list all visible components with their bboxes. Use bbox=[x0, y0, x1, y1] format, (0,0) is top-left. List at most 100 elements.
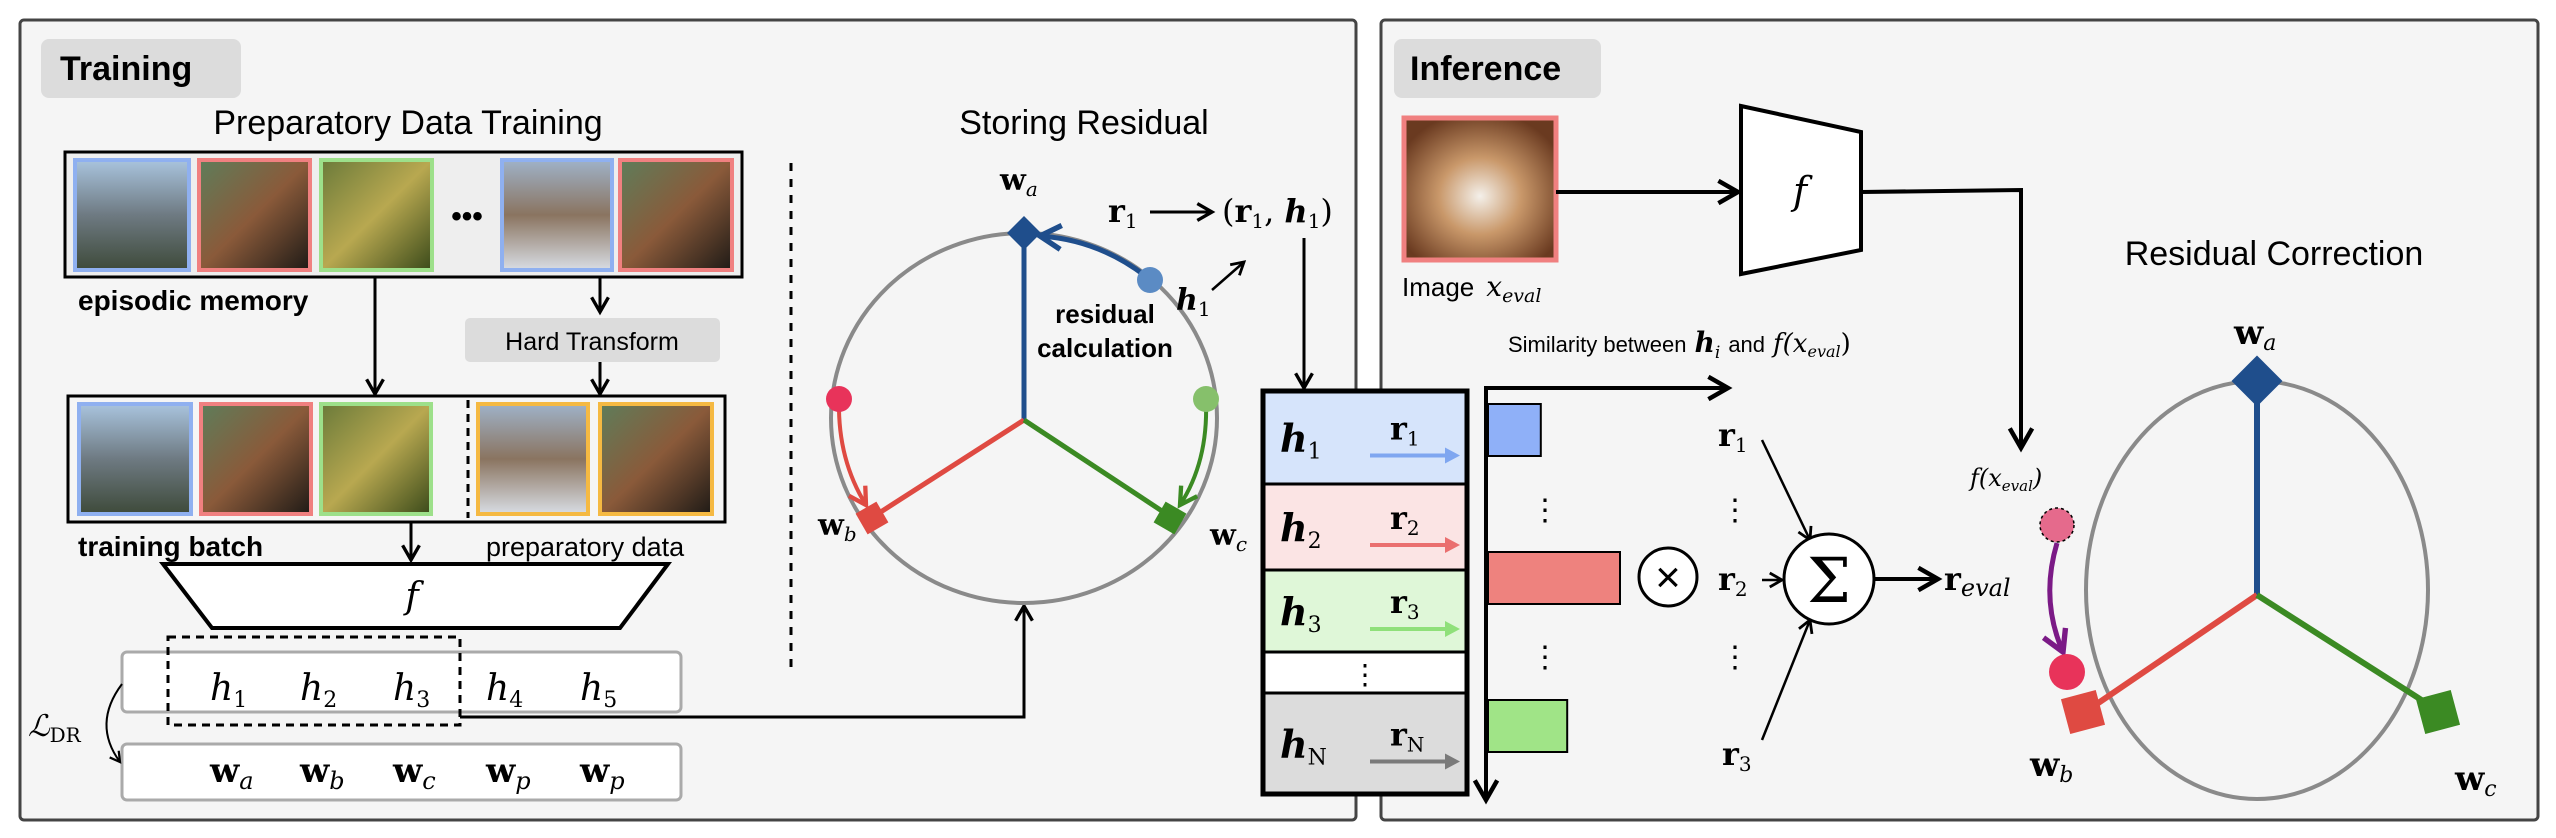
preparatory-title: Preparatory Data Training bbox=[213, 104, 602, 142]
pair-label: (r1, h1) bbox=[1222, 192, 1333, 233]
w-b-line bbox=[874, 417, 1026, 518]
inf-w-c-line bbox=[2255, 592, 2436, 711]
weight-w4: wp bbox=[485, 751, 531, 795]
red-dot bbox=[826, 386, 852, 412]
r1-input: r1 bbox=[1718, 416, 1748, 457]
inf-w-b-square bbox=[2060, 689, 2106, 735]
preparatory-data-label: preparatory data bbox=[486, 532, 685, 562]
corrected-dot bbox=[2049, 654, 2085, 690]
episodic-memory-label: episodic memory bbox=[78, 285, 309, 316]
training-badge bbox=[41, 39, 241, 98]
loss-label: ℒDR bbox=[28, 709, 82, 747]
w-c-label: wc bbox=[1209, 518, 1247, 556]
storing-residual-title: Storing Residual bbox=[959, 104, 1208, 142]
memory-r-label: r1 bbox=[1390, 410, 1420, 451]
similarity-bars bbox=[1487, 403, 1621, 753]
correction-arrow bbox=[2041, 542, 2069, 657]
memory-row-N: hN rN bbox=[1261, 691, 1469, 796]
prep-image-goat-rotated bbox=[476, 402, 590, 516]
memory-row-3: h3 r3 bbox=[1261, 568, 1469, 654]
encoder-f bbox=[158, 562, 672, 630]
feature-dot-dashed bbox=[2039, 507, 2075, 543]
similarity-bar-1 bbox=[1487, 403, 1542, 457]
w-b-square bbox=[855, 501, 889, 535]
hard-transform-label: Hard Transform bbox=[505, 328, 679, 356]
r1-label: r1 bbox=[1108, 192, 1138, 233]
f-xeval-label: f(xeval) bbox=[1968, 464, 2042, 495]
weight-row bbox=[120, 742, 683, 802]
batch-images bbox=[77, 402, 714, 516]
eval-image bbox=[1401, 115, 1559, 263]
residual-arrow-blue bbox=[1034, 223, 1150, 280]
r-vdots-2: ⋮ bbox=[1720, 640, 1750, 675]
w-a-label: wa bbox=[999, 163, 1038, 201]
episodic-images bbox=[73, 158, 734, 272]
feature-h5: h5 bbox=[580, 668, 617, 713]
batch-image-moss bbox=[319, 402, 433, 516]
memory-r-arrowhead bbox=[1445, 537, 1460, 553]
memory-r-arrowhead bbox=[1445, 621, 1460, 637]
memory-h-label: h3 bbox=[1280, 589, 1322, 638]
similarity-bar-2 bbox=[1487, 551, 1621, 605]
memory-h-label: hN bbox=[1280, 722, 1327, 771]
h1-pointer-arrow bbox=[1211, 260, 1247, 291]
memory-r-label: r2 bbox=[1390, 499, 1420, 540]
multiply-node bbox=[1637, 546, 1699, 608]
memory-table: h1 r1 h2 r2 h3 r3 hN rN ⋮ bbox=[1260, 388, 1470, 797]
w-b-label: wb bbox=[817, 508, 857, 546]
ellipsis: ••• bbox=[451, 200, 483, 233]
weight-list: wa wb wc wp wp bbox=[209, 751, 625, 795]
r1-to-sum-arrow bbox=[1760, 439, 1813, 543]
residual-arrow-red bbox=[836, 401, 869, 509]
prep-image-panda-flipped bbox=[598, 402, 714, 516]
w-a-diamond bbox=[1007, 216, 1041, 250]
bars-vdots-2: ⋮ bbox=[1530, 640, 1560, 675]
memory-r-label: rN bbox=[1390, 716, 1424, 757]
training-batch-label: training batch bbox=[78, 531, 263, 562]
memory-r-arrowhead bbox=[1445, 753, 1460, 770]
arrow-f-to-circle bbox=[1860, 187, 2035, 453]
memory-row-2: h2 r2 bbox=[1261, 482, 1469, 572]
w-c-line bbox=[1022, 417, 1170, 518]
inf-w-b-label: wb bbox=[2029, 745, 2073, 788]
residual-calc-line2: calculation bbox=[1037, 333, 1173, 363]
inf-w-c-label: wc bbox=[2454, 759, 2497, 802]
green-dot bbox=[1193, 386, 1219, 412]
r2-input: r2 bbox=[1718, 560, 1748, 601]
memory-r-arrowhead bbox=[1445, 447, 1460, 464]
similarity-bar-3 bbox=[1487, 699, 1569, 753]
memory-h-label: h1 bbox=[1280, 416, 1322, 465]
r3-to-sum-arrow bbox=[1760, 617, 1814, 741]
image-sheep bbox=[73, 158, 191, 272]
r-eval-label: reval bbox=[1944, 560, 2011, 602]
training-badge-label: Training bbox=[60, 50, 192, 88]
feature-h1: h1 bbox=[210, 668, 247, 713]
batch-image-red-panda bbox=[199, 402, 313, 516]
inf-w-b-line bbox=[2086, 592, 2259, 713]
similarity-axes bbox=[1472, 374, 1733, 805]
weight-w5: wp bbox=[579, 751, 625, 795]
inference-badge bbox=[1394, 39, 1601, 98]
residual-correction-title: Residual Correction bbox=[2125, 235, 2424, 273]
bars-vdots-1: ⋮ bbox=[1530, 493, 1560, 528]
weight-w3: wc bbox=[392, 751, 436, 795]
hard-transform-box bbox=[465, 318, 720, 362]
r-vdots-1: ⋮ bbox=[1720, 493, 1750, 528]
inf-w-c-square bbox=[2415, 689, 2461, 735]
residual-arrow-green bbox=[1177, 401, 1209, 509]
image-goat bbox=[500, 158, 614, 272]
weight-w1: wa bbox=[209, 751, 254, 795]
memory-vdots: ⋮ bbox=[1351, 658, 1379, 691]
memory-r-label: r3 bbox=[1390, 583, 1420, 624]
inference-encoder-f bbox=[1739, 103, 1863, 277]
multiply-symbol: × bbox=[1655, 553, 1681, 602]
memory-h-label: h2 bbox=[1280, 505, 1322, 554]
residual-calc-line1: residual bbox=[1055, 299, 1155, 329]
w-c-square bbox=[1153, 501, 1187, 535]
weight-w2: wb bbox=[299, 751, 345, 795]
feature-h4: h4 bbox=[486, 668, 523, 713]
inf-w-a-label: wa bbox=[2233, 313, 2276, 356]
